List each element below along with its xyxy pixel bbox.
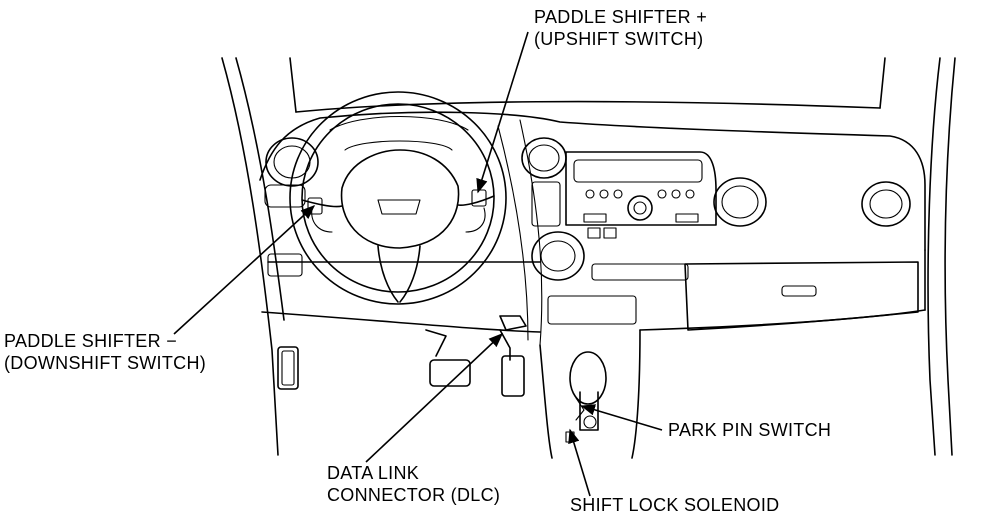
downshift-leader bbox=[173, 205, 316, 335]
steering-wheel bbox=[289, 91, 507, 305]
park-pin-label-text: PARK PIN SWITCH bbox=[668, 420, 832, 440]
downshift-label-line2: (DOWNSHIFT SWITCH) bbox=[4, 353, 207, 373]
downshift-label-line1: PADDLE SHIFTER − bbox=[4, 331, 178, 351]
windshield-frame bbox=[221, 57, 956, 456]
upshift-label-line1: PADDLE SHIFTER + bbox=[534, 7, 708, 27]
shift-lock-solenoid-label: SHIFT LOCK SOLENOID bbox=[570, 494, 779, 516]
lower-panel bbox=[267, 253, 527, 397]
upshift-switch-label: PADDLE SHIFTER + (UPSHIFT SWITCH) bbox=[534, 6, 707, 50]
downshift-switch-label: PADDLE SHIFTER − (DOWNSHIFT SWITCH) bbox=[4, 330, 206, 374]
center-stack bbox=[521, 137, 767, 325]
dlc-label-line2: CONNECTOR (DLC) bbox=[327, 485, 501, 505]
upshift-label-line2: (UPSHIFT SWITCH) bbox=[534, 29, 704, 49]
dashboard-outline bbox=[259, 111, 926, 346]
shift-lock-label-text: SHIFT LOCK SOLENOID bbox=[570, 495, 780, 515]
park-pin-switch-label: PARK PIN SWITCH bbox=[668, 419, 831, 441]
leader-lines bbox=[173, 31, 663, 497]
center-console bbox=[539, 329, 641, 459]
shift-lock-leader bbox=[568, 428, 591, 497]
dlc-leader bbox=[365, 333, 504, 463]
dlc-label-line1: DATA LINK bbox=[327, 463, 420, 483]
left-vent bbox=[264, 137, 319, 208]
glovebox bbox=[684, 181, 919, 331]
dlc-label: DATA LINK CONNECTOR (DLC) bbox=[327, 462, 500, 506]
upshift-leader bbox=[476, 31, 529, 194]
park-pin-leader bbox=[580, 404, 663, 431]
